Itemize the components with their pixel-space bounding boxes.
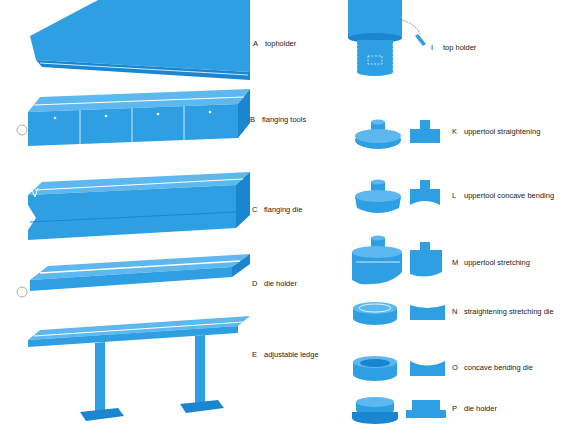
part-name: uppertool stretching (464, 258, 530, 268)
die-holder-end (232, 254, 250, 277)
part-letter: I (431, 43, 433, 53)
tool-knob-top (371, 180, 385, 185)
holder-shank (357, 40, 393, 72)
ledge-foot (180, 400, 224, 413)
segment-line (80, 110, 81, 144)
flanging-die-end (236, 172, 250, 228)
part-letter: D (252, 279, 257, 289)
holder-base (357, 68, 393, 76)
bolt-hole (157, 113, 160, 116)
segment-line (184, 106, 185, 140)
profile-knob (420, 242, 430, 250)
locking-pin (415, 34, 426, 46)
stretching-die-drawing (353, 302, 445, 325)
part-name: concave bending die (464, 363, 533, 373)
v-groove-line (35, 179, 243, 190)
tool-block-top (352, 246, 402, 258)
segment-line (132, 108, 133, 142)
flanging-tools-end (238, 89, 250, 138)
bolt-hole (209, 111, 212, 114)
part-letter: N (452, 307, 457, 317)
die-disc-top (353, 356, 397, 368)
profile-body (410, 361, 445, 376)
tool-knob-top (371, 120, 385, 125)
tool-disc-top (355, 190, 401, 202)
concave-die-drawing (353, 356, 445, 381)
part-letter: A (253, 39, 258, 49)
ledge-foot (80, 408, 124, 421)
topholder-edge (40, 63, 248, 75)
hidden-socket (368, 56, 382, 64)
part-letter: E (252, 350, 257, 360)
part-letter: M (452, 258, 458, 268)
holder-ring-top (356, 397, 394, 407)
ledge-leg (195, 335, 205, 403)
part-name: flanging die (264, 205, 302, 215)
part-name: die holder (464, 404, 497, 414)
concave-tool-drawing (355, 180, 440, 214)
pin-chain (402, 20, 420, 34)
profile-knob (420, 180, 430, 189)
holder-flange (352, 412, 398, 424)
flanging-tools-drawing (17, 89, 250, 146)
part-letter: P (452, 404, 457, 414)
ledge-groove (34, 322, 244, 336)
bolt-hole (54, 117, 57, 120)
punch-hole (17, 125, 27, 135)
part-letter: O (452, 363, 458, 373)
flanging-die-edge (30, 212, 236, 222)
flanging-die-drawing (28, 172, 250, 240)
part-letter: B (250, 115, 255, 125)
die-groove (359, 304, 391, 312)
bolt-hole (105, 115, 108, 118)
part-name: flanging tools (262, 115, 306, 125)
hidden-line (357, 44, 358, 70)
profile-body (410, 189, 440, 205)
stretching-tool-drawing (352, 236, 442, 285)
die-recess (360, 359, 390, 367)
part-letter: K (452, 127, 457, 137)
part-name: die holder (264, 279, 297, 289)
tool-edge (356, 262, 400, 263)
die-disc-top (353, 302, 397, 314)
die-holder-front (30, 267, 232, 291)
part-letter: L (452, 191, 456, 201)
profile-body (410, 305, 445, 320)
profile-knob (420, 120, 430, 129)
tool-knob-top (371, 236, 385, 241)
punch-hole (17, 287, 27, 297)
topholder-rail (36, 60, 250, 80)
ledge-leg (95, 342, 105, 411)
topholder-face (30, 0, 250, 72)
hidden-line (393, 44, 394, 70)
flanging-tools-front (28, 104, 238, 146)
flanging-die-front (28, 185, 236, 240)
die-holder-drawing (17, 254, 250, 297)
profile-body (406, 400, 446, 418)
part-name: straightening stretching die (464, 307, 554, 317)
straightening-tool-drawing (355, 120, 440, 150)
top-holder-drawing (348, 0, 426, 76)
part-name: uppertool concave bending (464, 191, 554, 201)
adjustable-ledge-drawing (28, 316, 250, 421)
topholder-drawing (30, 0, 250, 80)
v-groove (32, 188, 38, 197)
profile-body (410, 129, 440, 143)
part-name: adjustable ledge (264, 350, 319, 360)
part-letter: C (252, 205, 257, 215)
die-holder-channel (40, 261, 240, 273)
flanging-tools-groove (34, 97, 244, 105)
round-die-holder-drawing (352, 397, 446, 424)
part-name: uppertool straightening (464, 127, 540, 137)
v-groove-side (28, 205, 36, 230)
holder-body (348, 0, 402, 38)
profile-body (410, 250, 442, 277)
part-name: topholder (265, 39, 296, 49)
part-name: top holder (443, 43, 476, 53)
tool-disc-top (355, 129, 401, 143)
